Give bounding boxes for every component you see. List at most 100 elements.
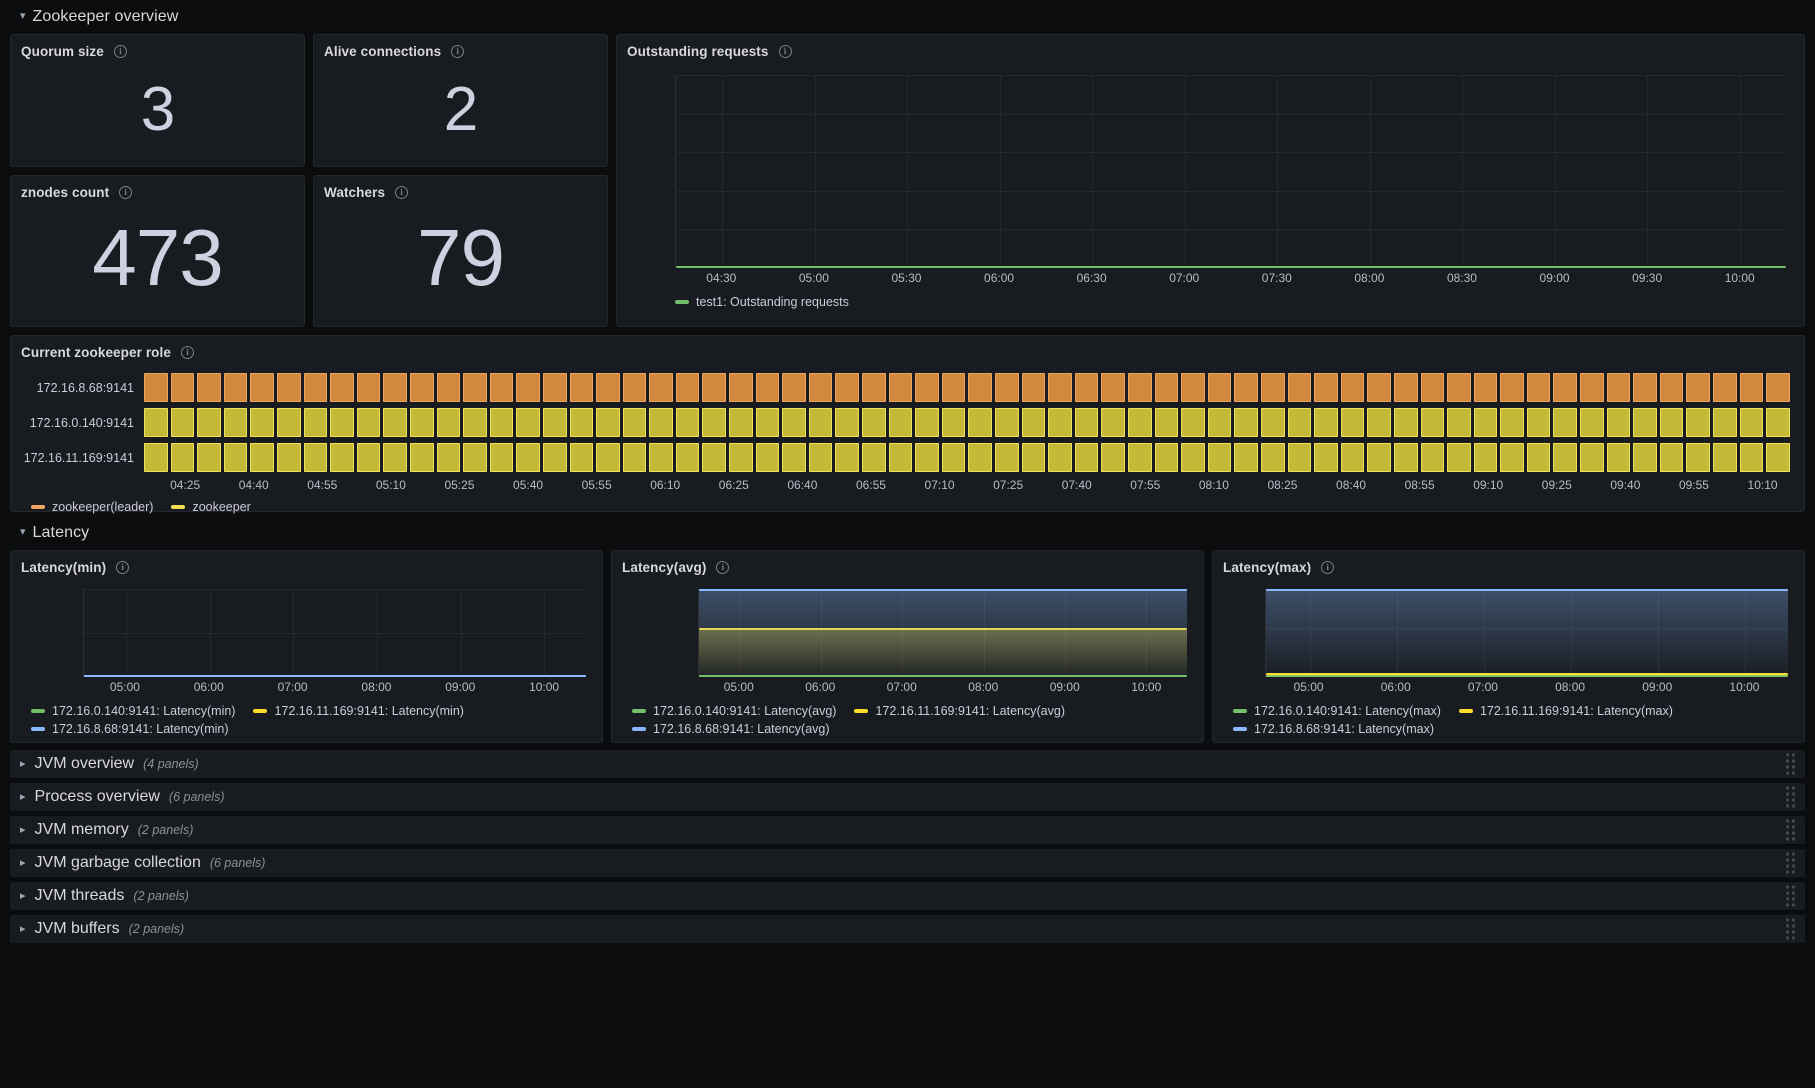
timeline-cell[interactable] <box>808 443 833 472</box>
timeline-cell[interactable] <box>303 373 328 402</box>
timeline-cell[interactable] <box>1181 443 1205 472</box>
timeline-cell[interactable] <box>649 373 673 402</box>
timeline-cell[interactable] <box>1314 443 1338 472</box>
timeline-cell[interactable] <box>1367 373 1391 402</box>
drag-handle-icon[interactable] <box>1786 786 1795 808</box>
timeline-cell[interactable] <box>1500 373 1524 402</box>
timeline-cell[interactable] <box>862 408 886 437</box>
timeline-cell[interactable] <box>516 408 540 437</box>
timeline-cell[interactable] <box>1713 408 1737 437</box>
timeline-cell[interactable] <box>995 408 1019 437</box>
timeline-cell[interactable] <box>1048 443 1072 472</box>
timeline-cell[interactable] <box>250 443 274 472</box>
panel-current-zookeeper-role[interactable]: Current zookeeper role 172.16.8.68:91411… <box>10 335 1805 514</box>
timeline-cell[interactable] <box>1181 408 1205 437</box>
timeline-cell[interactable] <box>1473 443 1498 472</box>
timeline-cell[interactable] <box>542 408 567 437</box>
timeline-cell[interactable] <box>1420 373 1445 402</box>
panel-latency-avg[interactable]: Latency(avg) 0 ms0.25 ms0.5 ms 05:0006:0… <box>611 550 1204 743</box>
timeline-cell[interactable] <box>1021 408 1046 437</box>
legend-item[interactable]: zookeeper <box>171 500 251 514</box>
timeline-cell[interactable] <box>1633 373 1657 402</box>
timeline-cell[interactable] <box>1287 373 1312 402</box>
timeline-cell[interactable] <box>1287 443 1312 472</box>
timeline-cell[interactable] <box>1766 373 1790 402</box>
timeline-cell[interactable] <box>1367 443 1391 472</box>
timeline-cell[interactable] <box>409 373 434 402</box>
timeline-cell[interactable] <box>1580 408 1604 437</box>
timeline-cell[interactable] <box>1260 443 1285 472</box>
timeline-cell[interactable] <box>197 443 221 472</box>
info-icon[interactable] <box>1321 561 1335 574</box>
timeline-cell[interactable] <box>941 373 966 402</box>
timeline-cell[interactable] <box>1074 408 1099 437</box>
timeline-cell[interactable] <box>888 373 913 402</box>
timeline-cell[interactable] <box>1127 408 1152 437</box>
timeline-cell[interactable] <box>409 443 434 472</box>
info-icon[interactable] <box>113 45 127 58</box>
timeline-cell[interactable] <box>1154 373 1179 402</box>
timeline-cell[interactable] <box>1154 443 1179 472</box>
timeline-cell[interactable] <box>596 373 620 402</box>
timeline-cell[interactable] <box>1526 408 1551 437</box>
timeline-cell[interactable] <box>1101 373 1125 402</box>
timeline-cell[interactable] <box>1686 373 1711 402</box>
timeline-cell[interactable] <box>1580 443 1604 472</box>
drag-handle-icon[interactable] <box>1786 852 1795 874</box>
timeline-cell[interactable] <box>995 373 1019 402</box>
timeline-cell[interactable] <box>409 408 434 437</box>
timeline-cell[interactable] <box>1526 443 1551 472</box>
timeline-cell[interactable] <box>144 408 168 437</box>
timeline-cell[interactable] <box>489 443 514 472</box>
timeline-cell[interactable] <box>276 408 301 437</box>
timeline-cell[interactable] <box>1340 408 1365 437</box>
timeline-cell[interactable] <box>862 373 886 402</box>
timeline-cell[interactable] <box>223 373 248 402</box>
timeline-cell[interactable] <box>675 408 700 437</box>
timeline-cell[interactable] <box>1048 408 1072 437</box>
timeline-cell[interactable] <box>436 373 461 402</box>
timeline-cell[interactable] <box>516 373 540 402</box>
timeline-cell[interactable] <box>1127 443 1152 472</box>
timeline-cell[interactable] <box>968 443 992 472</box>
timeline-cell[interactable] <box>888 443 913 472</box>
timeline-track[interactable] <box>144 373 1790 402</box>
timeline-cell[interactable] <box>1287 408 1312 437</box>
info-icon[interactable] <box>778 45 792 58</box>
timeline-cell[interactable] <box>755 443 780 472</box>
timeline-cell[interactable] <box>675 443 700 472</box>
timeline-cell[interactable] <box>862 443 886 472</box>
timeline-cell[interactable] <box>1314 408 1338 437</box>
timeline-cell[interactable] <box>941 408 966 437</box>
drag-handle-icon[interactable] <box>1786 885 1795 907</box>
timeline-cell[interactable] <box>1713 373 1737 402</box>
timeline-cell[interactable] <box>1207 408 1232 437</box>
info-icon[interactable] <box>116 561 130 574</box>
timeline-cell[interactable] <box>1101 408 1125 437</box>
timeline-cell[interactable] <box>1234 373 1258 402</box>
legend-item[interactable]: 172.16.0.140:9141: Latency(avg) <box>632 704 836 718</box>
legend-item[interactable]: 172.16.8.68:9141: Latency(avg) <box>632 722 830 736</box>
timeline-cell[interactable] <box>1606 408 1631 437</box>
timeline-cell[interactable] <box>463 373 487 402</box>
drag-handle-icon[interactable] <box>1786 918 1795 940</box>
timeline-cell[interactable] <box>941 443 966 472</box>
timeline-cell[interactable] <box>1207 373 1232 402</box>
row-header-latency[interactable]: ▾ Latency <box>10 516 1805 550</box>
timeline-cell[interactable] <box>276 373 301 402</box>
info-icon[interactable] <box>395 186 409 199</box>
timeline-cell[interactable] <box>835 443 860 472</box>
drag-handle-icon[interactable] <box>1786 819 1795 841</box>
timeline-cell[interactable] <box>1633 443 1657 472</box>
timeline-cell[interactable] <box>808 408 833 437</box>
timeline-cell[interactable] <box>888 408 913 437</box>
timeline-cell[interactable] <box>1021 373 1046 402</box>
panel-outstanding-requests[interactable]: Outstanding requests 020406080100 04:300… <box>616 34 1805 327</box>
timeline-cell[interactable] <box>1580 373 1604 402</box>
timeline-cell[interactable] <box>356 373 381 402</box>
timeline-cell[interactable] <box>1606 443 1631 472</box>
timeline-cell[interactable] <box>356 443 381 472</box>
timeline-cell[interactable] <box>1633 408 1657 437</box>
info-icon[interactable] <box>716 561 730 574</box>
legend-item[interactable]: 172.16.11.169:9141: Latency(min) <box>253 704 464 718</box>
